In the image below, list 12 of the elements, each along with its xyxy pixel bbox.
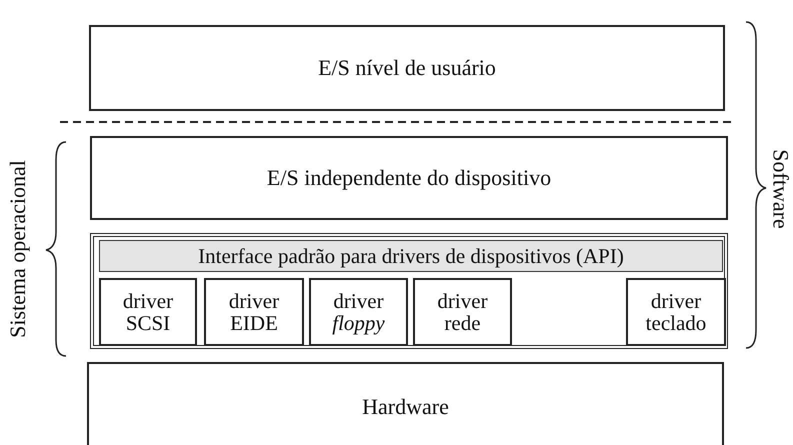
driver-box: driver SCSI — [99, 278, 197, 346]
driver-box: driver rede — [413, 278, 512, 346]
layer-box: Hardware — [87, 362, 724, 445]
api-bar: Interface padrão para drivers de dispositivos (API) — [99, 240, 723, 272]
bracket-label: Sistema operacional — [4, 160, 31, 338]
bracket-label: Software — [767, 149, 793, 229]
driver-box: driver EIDE — [204, 278, 304, 346]
driver-box: driver teclado — [626, 278, 726, 346]
layer-frame — [90, 233, 728, 349]
layer-box: E/S nível de usuário — [89, 25, 725, 111]
driver-box: driver floppy — [309, 278, 408, 346]
layer-box: E/S independente do dispositivo — [90, 136, 728, 220]
